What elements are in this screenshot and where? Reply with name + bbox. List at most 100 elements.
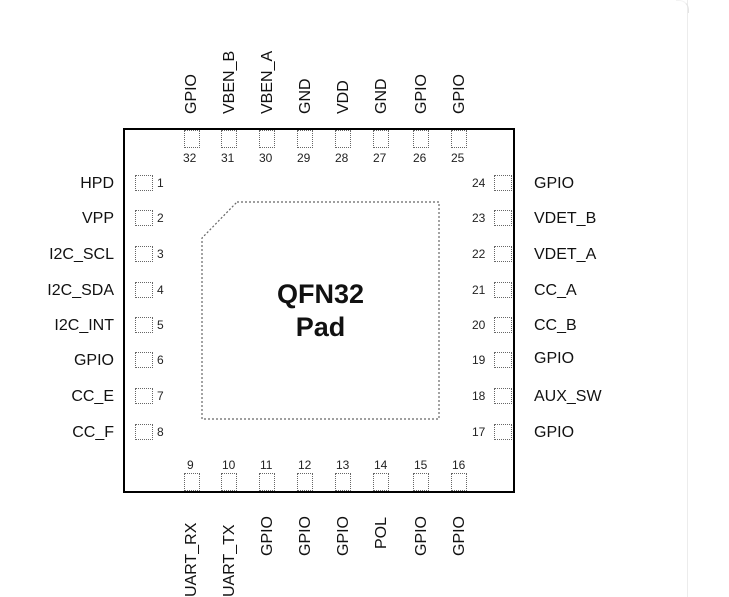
pin-label: GPIO [413, 73, 430, 114]
pin-number: 12 [298, 458, 312, 472]
pin-pad [413, 473, 429, 491]
pin-pad [494, 388, 512, 404]
pin-pad [494, 246, 512, 262]
pin-pad [494, 352, 512, 368]
pin-pad [297, 130, 313, 148]
pin-label: POL [373, 516, 390, 549]
pin-number: 27 [373, 151, 387, 165]
pin-label: GPIO [183, 73, 200, 114]
pin-number: 17 [472, 425, 486, 439]
pin-label: I2C_INT [54, 317, 114, 334]
pin-number: 6 [157, 353, 164, 367]
pin-number: 20 [472, 318, 486, 332]
pin-number: 30 [259, 151, 273, 165]
pin-pad [494, 424, 512, 440]
exposed-pad-label: QFN32 Pad [201, 278, 440, 344]
pin-number: 2 [157, 211, 164, 225]
pin-label: GND [297, 78, 314, 114]
pin-number: 18 [472, 389, 486, 403]
pin-label: VBEN_B [221, 50, 238, 114]
package-name: QFN32 [276, 279, 365, 309]
pin-pad [184, 130, 200, 148]
pin-number: 8 [157, 425, 164, 439]
pin-label: GPIO [297, 515, 314, 556]
pad-name: Pad [295, 312, 346, 342]
pin-number: 31 [221, 151, 235, 165]
pin-pad [135, 246, 153, 262]
pin-pad [494, 175, 512, 191]
pin-number: 14 [374, 458, 388, 472]
pin-label: GPIO [73, 352, 114, 369]
pin-label: VBEN_A [259, 50, 276, 114]
pin-label: I2C_SCL [49, 246, 114, 263]
pin-label: UART_RX [183, 522, 200, 597]
pin-label: GND [373, 78, 390, 114]
pin-number: 32 [183, 151, 197, 165]
pin-pad [221, 130, 237, 148]
pin-number: 13 [336, 458, 350, 472]
pin-label: GPIO [534, 350, 575, 367]
pin-pad [184, 473, 200, 491]
pin-pad [135, 317, 153, 333]
pin-label: I2C_SDA [47, 282, 114, 299]
pin-pad [335, 130, 351, 148]
pin-label: CC_B [534, 317, 577, 334]
pin-pad [259, 130, 275, 148]
pin-label: VDD [335, 80, 352, 114]
pin-number: 19 [472, 353, 486, 367]
pin-label: VDET_B [534, 210, 597, 227]
pin-number: 24 [472, 176, 486, 190]
pin-label: GPIO [259, 515, 276, 556]
pin-number: 7 [157, 389, 164, 403]
pin-pad [135, 282, 153, 298]
pin-number: 22 [472, 247, 486, 261]
pin-pad [259, 473, 275, 491]
pin-label: GPIO [534, 175, 575, 192]
pin-label: GPIO [335, 515, 352, 556]
pin-label: VDET_A [534, 246, 597, 263]
pin-pad [297, 473, 313, 491]
pin-label: HPD [80, 175, 114, 192]
pin-pad [135, 388, 153, 404]
card-corner [676, 0, 689, 13]
pin-number: 28 [335, 151, 349, 165]
pin-label: GPIO [413, 515, 430, 556]
pin-number: 9 [187, 458, 194, 472]
pin-pad [494, 282, 512, 298]
pin-number: 11 [260, 458, 273, 472]
pin-pad [135, 424, 153, 440]
pin-number: 4 [157, 283, 164, 297]
pin-label: CC_A [534, 282, 577, 299]
pin-number: 5 [157, 318, 164, 332]
pin-label: UART_TX [221, 524, 238, 597]
pin-number: 10 [222, 458, 236, 472]
pin-label: GPIO [534, 424, 575, 441]
pin-pad [135, 210, 153, 226]
pin-pad [451, 130, 467, 148]
pin-label: AUX_SW [534, 388, 602, 405]
pin-pad [135, 175, 153, 191]
pin-pad [373, 130, 389, 148]
pin-pad [135, 352, 153, 368]
pin-number: 15 [414, 458, 428, 472]
pin-number: 29 [297, 151, 311, 165]
pin-number: 21 [472, 283, 486, 297]
pin-number: 16 [452, 458, 466, 472]
pin-number: 23 [472, 211, 486, 225]
pin-label: CC_F [72, 424, 114, 441]
pin-label: GPIO [451, 73, 468, 114]
pin-number: 1 [157, 176, 164, 190]
pin-pad [373, 473, 389, 491]
pin-pad [413, 130, 429, 148]
pin-pad [335, 473, 351, 491]
pin-pad [494, 210, 512, 226]
pin-label: GPIO [451, 515, 468, 556]
pin-pad [494, 317, 512, 333]
pin-number: 26 [413, 151, 427, 165]
pin-label: VPP [81, 210, 114, 227]
pin-number: 25 [451, 151, 465, 165]
pin-pad [221, 473, 237, 491]
exposed-pad [201, 201, 440, 420]
pin-pad [451, 473, 467, 491]
pin-label: CC_E [71, 388, 114, 405]
